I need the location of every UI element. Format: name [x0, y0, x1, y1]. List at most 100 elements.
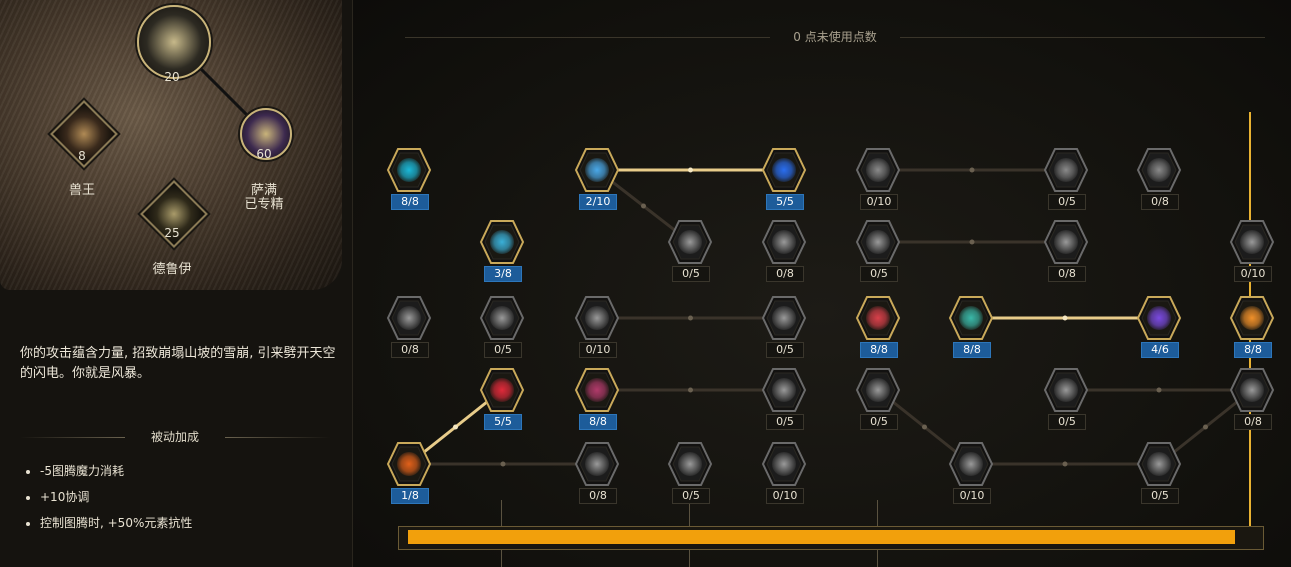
connection-dot — [453, 424, 458, 430]
skill-rank: 0/10 — [766, 488, 804, 504]
skill-rank: 0/8 — [1048, 266, 1086, 282]
skill-node-slash[interactable]: 0/10 — [574, 295, 620, 358]
skill-node-raven[interactable]: 0/8 — [1136, 147, 1182, 210]
class-level: 60 — [256, 147, 272, 161]
passive-item: 控制图腾时, +50%元素抗性 — [40, 510, 192, 536]
skill-node-gear-snow[interactable]: 0/8 — [761, 219, 807, 282]
skill-rank: 0/5 — [484, 342, 522, 358]
connection-dot — [1203, 424, 1208, 430]
class-level: 20 — [164, 70, 180, 84]
skill-rank: 8/8 — [953, 342, 991, 358]
skill-rank: 0/10 — [1234, 266, 1272, 282]
class-name: 德鲁伊 — [152, 262, 192, 277]
skill-node-hood[interactable]: 0/5 — [761, 367, 807, 430]
skill-rank: 0/5 — [860, 266, 898, 282]
ice-shards-icon — [585, 158, 609, 182]
connection-dot — [500, 461, 506, 467]
hammer-icon — [397, 306, 421, 330]
connection-dot — [641, 203, 646, 209]
skill-rank: 3/8 — [484, 266, 522, 282]
passive-bonus-header: 被动加成 — [20, 428, 330, 446]
stone-icon — [772, 452, 796, 476]
skill-node-arrows-up[interactable]: 0/5 — [667, 441, 713, 504]
skill-node-flame[interactable]: 8/8 — [1229, 295, 1275, 358]
skill-rank: 0/8 — [1141, 194, 1179, 210]
skill-node-rock-wall[interactable]: 0/5 — [855, 219, 901, 282]
progress-fill — [408, 530, 1236, 544]
skill-node-totem[interactable]: 0/10 — [1229, 219, 1275, 282]
wraith-icon — [959, 452, 983, 476]
blades-icon — [1054, 230, 1078, 254]
skill-rank: 0/10 — [953, 488, 991, 504]
skill-node-wraith[interactable]: 0/10 — [948, 441, 994, 504]
skill-node-red-arc[interactable]: 8/8 — [855, 295, 901, 358]
header-divider-left — [405, 37, 770, 38]
gear-snow-icon — [772, 230, 796, 254]
skill-node-teal-spirit[interactable]: 8/8 — [948, 295, 994, 358]
cyan-pillar-icon — [397, 158, 421, 182]
skill-rank: 2/10 — [579, 194, 617, 210]
unused-points-label: 0 点未使用点数 — [793, 30, 877, 44]
skill-rank: 8/8 — [860, 342, 898, 358]
skill-node-claw-hand[interactable]: 0/10 — [855, 147, 901, 210]
skill-node-tornado[interactable]: 0/5 — [1043, 147, 1089, 210]
purple-vortex-icon — [1147, 306, 1171, 330]
red-cylinder-icon — [490, 378, 514, 402]
skill-node-blades[interactable]: 0/8 — [1043, 219, 1089, 282]
skill-node-wolf[interactable]: 0/5 — [1136, 441, 1182, 504]
teal-spirit-icon — [959, 306, 983, 330]
snowflake-icon — [678, 230, 702, 254]
skill-rank: 0/5 — [672, 488, 710, 504]
connection-dot — [688, 167, 693, 173]
lightning-icon — [1054, 378, 1078, 402]
claw-hand-icon — [866, 158, 890, 182]
skill-node-fire-totem[interactable]: 1/8 — [386, 441, 432, 504]
blue-swirl-icon — [772, 158, 796, 182]
class-name: 萨满已专精 — [244, 183, 284, 212]
totem-icon — [1240, 230, 1264, 254]
skill-rank: 0/5 — [672, 266, 710, 282]
header-divider-right — [900, 37, 1265, 38]
rock-wall-icon — [866, 230, 890, 254]
skill-rank: 4/6 — [1141, 342, 1179, 358]
passive-item: -5图腾魔力消耗 — [40, 458, 192, 484]
grey-totem-icon — [585, 452, 609, 476]
passive-item: +10协调 — [40, 484, 192, 510]
skill-node-crimson-mesh[interactable]: 8/8 — [574, 367, 620, 430]
skill-node-blue-skull[interactable]: 3/8 — [479, 219, 525, 282]
skill-rank: 0/5 — [1048, 414, 1086, 430]
skill-node-lightning[interactable]: 0/5 — [1043, 367, 1089, 430]
skill-rank: 0/8 — [579, 488, 617, 504]
thorn-ring-icon — [866, 378, 890, 402]
skill-node-snowflake[interactable]: 0/5 — [667, 219, 713, 282]
skill-description: 你的攻击蕴含力量, 招致崩塌山坡的雪崩, 引来劈开天空的闪电。你就是风暴。 — [20, 346, 336, 381]
skill-node-crest[interactable]: 0/5 — [761, 295, 807, 358]
points-progress-bar — [390, 520, 1270, 554]
skill-node-purple-vortex[interactable]: 4/6 — [1136, 295, 1182, 358]
skill-node-blue-swirl[interactable]: 5/5 — [761, 147, 807, 210]
skill-rank: 0/5 — [766, 414, 804, 430]
connection-dot — [688, 315, 693, 321]
skill-node-burst[interactable]: 0/8 — [1229, 367, 1275, 430]
skill-node-spike[interactable]: 0/5 — [479, 295, 525, 358]
crest-icon — [772, 306, 796, 330]
connection-dot — [969, 167, 975, 173]
blue-skull-icon — [490, 230, 514, 254]
skill-node-thorn-ring[interactable]: 0/5 — [855, 367, 901, 430]
skill-rank: 5/5 — [484, 414, 522, 430]
skill-node-hammer[interactable]: 0/8 — [386, 295, 432, 358]
class-name: 兽王 — [68, 183, 95, 198]
skill-node-ice-shards[interactable]: 2/10 — [574, 147, 620, 210]
skill-node-cyan-pillar[interactable]: 8/8 — [386, 147, 432, 210]
skill-node-grey-totem[interactable]: 0/8 — [574, 441, 620, 504]
skill-node-red-cylinder[interactable]: 5/5 — [479, 367, 525, 430]
skill-rank: 0/8 — [766, 266, 804, 282]
tornado-icon — [1054, 158, 1078, 182]
skill-tree — [353, 0, 1291, 567]
skill-rank: 8/8 — [579, 414, 617, 430]
connection-dot — [1062, 461, 1068, 467]
skill-rank: 0/5 — [860, 414, 898, 430]
skill-node-stone[interactable]: 0/10 — [761, 441, 807, 504]
